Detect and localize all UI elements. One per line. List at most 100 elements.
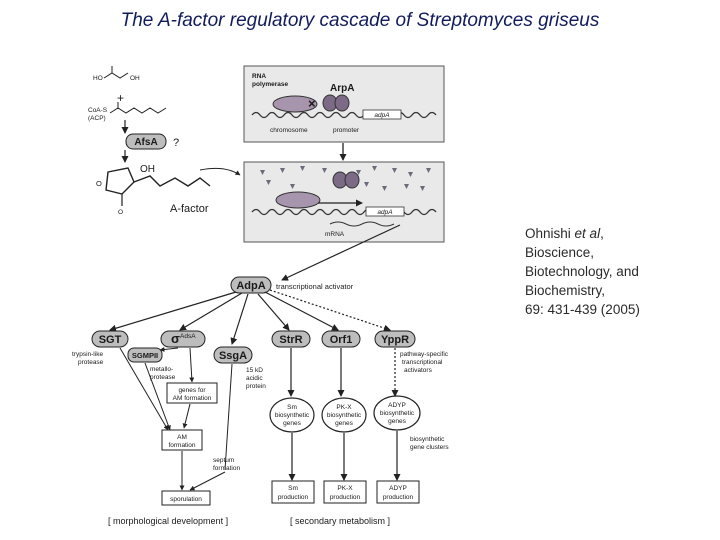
arrow-genes-to-am — [182, 403, 191, 429]
arrow-adpa-orf1 — [264, 291, 339, 331]
sporulation-box — [161, 490, 211, 506]
arrow-adpa-yppr — [269, 289, 391, 332]
ring-oxygen: O — [96, 179, 102, 188]
strr-node — [271, 330, 311, 348]
arrow-sgmpii-to-am — [144, 362, 171, 431]
citation: Ohnishi et al, Bioscience, Biotechnology… — [525, 224, 715, 319]
transcriptional-activator-label: transcriptional activator — [276, 282, 354, 291]
pkx-genes-label-1: PK-X — [336, 404, 352, 411]
septum-label-1: septum — [213, 457, 234, 464]
am-formation-label-1: AM — [177, 434, 187, 441]
arpa-label: ArpA — [330, 83, 354, 94]
metallo-label-1: metallo- — [150, 366, 173, 373]
citation-line-2: Bioscience, — [525, 245, 595, 260]
arpa-dimer-right — [334, 94, 350, 112]
pathway-label-1: pathway-specific — [400, 351, 449, 358]
sigma-adsa-node — [160, 330, 206, 348]
strr-label: StrR — [279, 334, 302, 346]
trypsin-label-1: trypsin-like — [72, 351, 103, 358]
pathway-label-2: transcriptional — [402, 359, 443, 366]
ho-label: HO — [93, 75, 103, 82]
adpa-label: AdpA — [236, 280, 265, 292]
adyp-genes-label-2: biosynthetic — [380, 410, 415, 417]
adpa-gene-box-top — [362, 109, 402, 120]
rna-polymerase-active — [275, 191, 321, 209]
adpa-target-arrows — [109, 289, 391, 345]
rna-polymerase-shape — [272, 95, 318, 113]
adyp-genes-label-3: genes — [388, 418, 406, 425]
sporulation-label: sporulation — [170, 496, 202, 503]
glycerol-bond — [103, 72, 129, 79]
afactor-oh: OH — [140, 164, 155, 175]
am-formation-box — [161, 429, 203, 451]
adyp-production-label-1: ADYP — [389, 485, 407, 492]
septum-label-2: formation — [213, 465, 240, 472]
pathway-label-3: activators — [404, 367, 433, 374]
sm-production-label-1: Sm — [288, 485, 298, 492]
pkx-production-box — [323, 480, 367, 504]
sigma-superscript: AdsA — [180, 333, 196, 340]
level2-nodes: SGT σ AdsA SsgA StrR Orf1 YppR — [91, 330, 416, 364]
adpa-gene-box-mid — [365, 206, 405, 217]
ssga-node — [213, 346, 253, 364]
rna-pol-label-2: polymerase — [252, 81, 289, 88]
chromosome-label: chromosome — [270, 127, 308, 134]
adyp-genes-label-1: ADYP — [388, 402, 406, 409]
repression-panel: RNA polymerase × ArpA adpA chromosome pr… — [243, 65, 445, 143]
adpa-gene-top-label: adpA — [374, 112, 389, 119]
clusters-label-1: biosynthetic — [410, 436, 445, 443]
sgt-node — [91, 330, 129, 348]
orf1-node — [321, 330, 361, 348]
citation-etal: et al — [574, 226, 601, 241]
genes-am-label-2: AM formation — [173, 395, 212, 402]
arrow-adpa-sigma — [179, 292, 243, 331]
derepression-panel: adpA mRNA — [243, 161, 445, 243]
citation-authors: Ohnishi — [525, 226, 571, 241]
arrow-adpa-strr — [257, 293, 290, 331]
ssga-to-septum-line — [224, 363, 233, 471]
afsa-node — [125, 133, 167, 150]
arrow-sgt-to-am — [119, 347, 169, 431]
genes-am-box — [166, 382, 218, 404]
afactor-label: A-factor — [170, 203, 209, 215]
chromosome-dna-top — [251, 111, 437, 119]
afsa-question: ? — [173, 137, 179, 149]
mrna-label: mRNA — [325, 231, 345, 238]
pkx-production-label-2: production — [330, 494, 361, 501]
sgt-label: SGT — [99, 334, 122, 346]
clusters-label-2: gene clusters — [410, 444, 449, 451]
chromosome-dna-mid — [251, 208, 437, 216]
afsa-label: AfsA — [134, 137, 157, 148]
citation-comma: , — [600, 226, 604, 241]
sm-genes-label-3: genes — [283, 420, 301, 427]
pkx-genes-label-2: biosynthetic — [327, 412, 362, 419]
acp-label: (ACP) — [88, 115, 106, 122]
ssga-desc-3: protein — [246, 383, 266, 390]
sigma-symbol: σ — [171, 331, 180, 346]
afactor-to-arpa-arrow — [199, 167, 241, 176]
arrow-sigma-sgmpii — [159, 347, 179, 352]
arrow-sigma-genes-am — [189, 347, 195, 383]
coa-s-label: CoA-S — [88, 107, 108, 114]
plus-sign: + — [117, 91, 124, 105]
mrna-to-adpa-arrow — [281, 224, 401, 281]
citation-line-5: 69: 431-439 (2005) — [525, 302, 640, 317]
pkx-production-label-1: PK-X — [337, 485, 353, 492]
citation-line-3: Biotechnology, and — [525, 264, 639, 279]
arpa-released-right — [344, 171, 360, 189]
arrow-adpa-ssga — [230, 293, 249, 345]
secondary-metabolism-label: [ secondary metabolism ] — [290, 516, 390, 526]
adpa-node — [230, 276, 272, 294]
trypsin-label-2: protease — [78, 359, 104, 366]
adyp-genes-ellipse — [373, 395, 421, 431]
citation-line-1: Ohnishi et al, — [525, 224, 715, 243]
metallo-label-2: protease — [150, 374, 176, 381]
am-formation-label-2: formation — [168, 442, 195, 449]
arrow-adpa-sgt — [109, 291, 237, 332]
citation-line-4: Biochemistry, — [525, 283, 606, 298]
adpa-gene-mid-label: adpA — [377, 209, 392, 216]
mrna-strand — [329, 221, 395, 227]
sgmpii-label: SGMPII — [132, 351, 158, 360]
oh-right-label: OH — [130, 75, 140, 82]
